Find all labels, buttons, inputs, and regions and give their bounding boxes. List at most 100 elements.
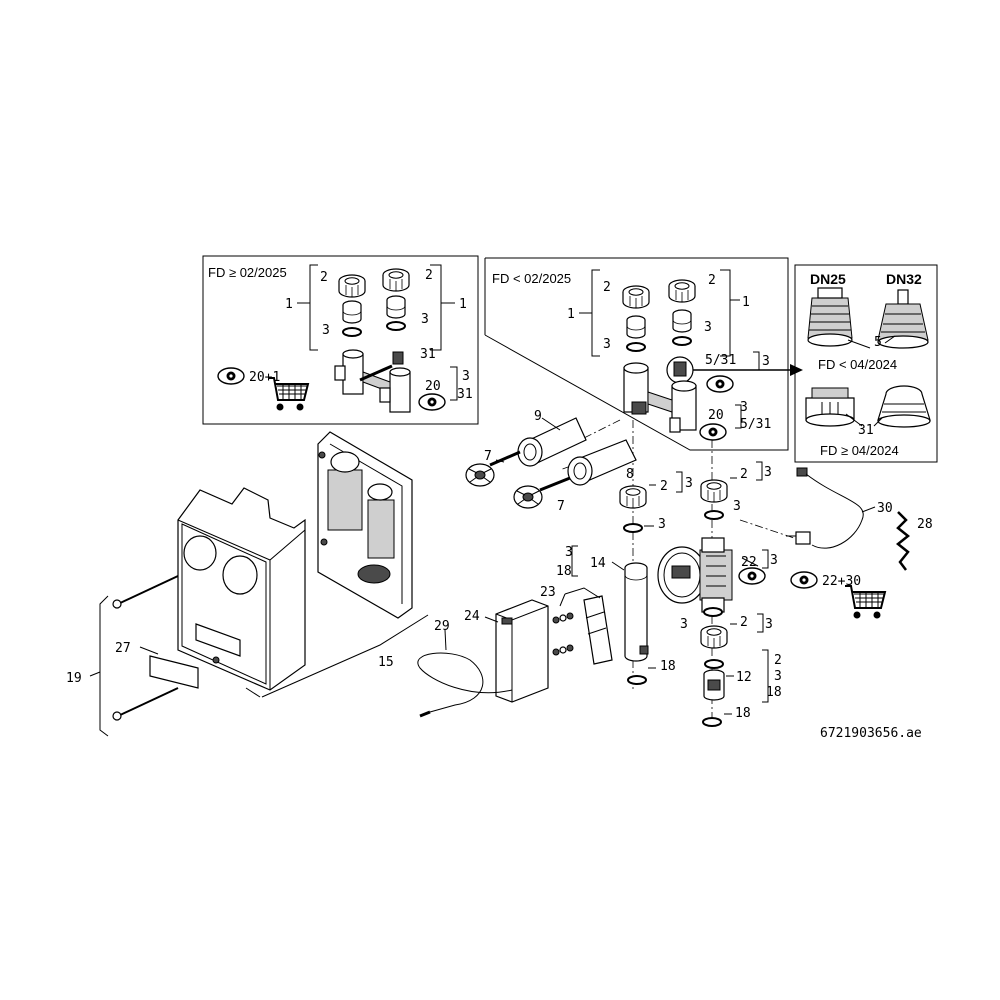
callout-3: 3 [762,354,770,369]
shopping-cart-icon [267,377,309,412]
label-fd-after: FD ≥ 04/2024 [820,443,899,458]
union-nut [338,274,366,298]
eye-icon [418,393,446,411]
ball-valve-assembly [623,362,697,433]
callout-20: 20 [708,408,724,423]
callout-3: 3 [733,499,741,514]
seal-ring [704,510,724,520]
callout-14: 14 [590,556,606,571]
union-nut [382,268,410,292]
callout-31: 31 [858,423,874,438]
callout-3: 3 [704,320,712,335]
callout-20: 20 [425,379,441,394]
callout-20-plus-1: 20+1 [249,370,280,385]
callout-19: 19 [66,671,82,686]
callout-2: 2 [660,479,668,494]
panel-new-version: FD ≥ 02/2025 1 1 2 2 3 3 31 [202,255,479,425]
callout-22: 22 [741,555,757,570]
callout-3: 3 [770,553,778,568]
callout-3: 3 [774,669,782,684]
callout-22-plus-30: 22+30 [822,574,861,589]
callout-3: 3 [603,337,611,352]
seal-ring [704,659,724,669]
callout-23: 23 [540,585,556,600]
seal-ring [342,327,362,337]
callout-3: 3 [421,312,429,327]
eye-icon [699,423,727,441]
callout-18: 18 [735,706,751,721]
seal-ring [627,675,647,685]
seal-ring [703,607,723,617]
callout-2: 2 [708,273,716,288]
callout-3: 3 [322,323,330,338]
seal-ring [386,321,406,331]
seal-ring [672,336,692,346]
callout-9: 9 [534,409,542,424]
callout-7: 7 [484,449,492,464]
union-nut [700,479,728,503]
insert-dn32-new [877,385,931,428]
insulation-front [177,487,306,691]
panel-new-version-title: FD ≥ 02/2025 [208,265,287,280]
insert-dn25-new [805,387,855,427]
insulation-back [317,431,413,619]
label-plate [149,655,199,689]
controller-module [495,599,549,703]
union-nut [622,285,650,309]
callout-3: 3 [462,369,470,384]
callout-18: 18 [660,659,676,674]
callout-12: 12 [736,670,752,685]
callout-29: 29 [434,619,450,634]
circulation-pump [657,537,733,613]
insert-dn25-old [807,287,853,347]
tailpiece [342,300,362,324]
label-dn25: DN25 [810,271,846,287]
callout-3: 3 [658,517,666,532]
callout-2: 2 [425,268,433,283]
seal-ring [623,523,643,533]
callout-30: 30 [877,501,893,516]
union-nut [668,279,696,303]
callout-3: 3 [680,617,688,632]
drawing-number: 6721903656.ae [820,726,922,741]
panel-old-version-title: FD < 02/2025 [492,271,571,286]
callout-3: 3 [740,400,748,415]
callout-2: 2 [603,280,611,295]
callout-7: 7 [557,499,565,514]
callout-18: 18 [556,564,572,579]
callout-5-31: 5/31 [705,353,736,368]
callout-2: 2 [774,653,782,668]
callout-1: 1 [567,307,575,322]
callout-3: 3 [685,476,693,491]
cable-tie [895,511,911,571]
bypass-pipe [624,562,649,662]
callout-2: 2 [320,270,328,285]
callout-1: 1 [459,297,467,312]
eye-icon [217,367,245,385]
pipe-nipple [703,669,725,701]
eye-icon [738,567,766,585]
union-nut [700,625,728,649]
fixing-screws [112,575,179,721]
temperature-sensor-cable [417,652,513,718]
insert-dn32-old [877,289,929,349]
callout-1: 1 [285,297,293,312]
screws [552,612,574,656]
pump-cable [786,467,864,549]
panel-old-version: FD < 02/2025 1 1 2 2 3 3 5/31 3 [484,257,803,451]
thermometer-handle-right [513,439,637,509]
label-fd-before: FD < 04/2024 [818,357,897,372]
callout-18: 18 [766,685,782,700]
callout-5: 5 [874,335,882,350]
callout-15: 15 [378,655,394,670]
label-dn32: DN32 [886,271,922,287]
callout-31: 31 [457,387,473,402]
shopping-cart-icon [844,585,886,620]
panel-valve-inserts: DN25 DN32 5 FD < 04/2024 [794,264,938,463]
callout-3: 3 [565,545,573,560]
mounting-bracket [583,595,613,665]
tailpiece [386,295,406,319]
tailpiece [626,315,646,339]
callout-28: 28 [917,517,933,532]
ball-valve-assembly [334,349,411,413]
